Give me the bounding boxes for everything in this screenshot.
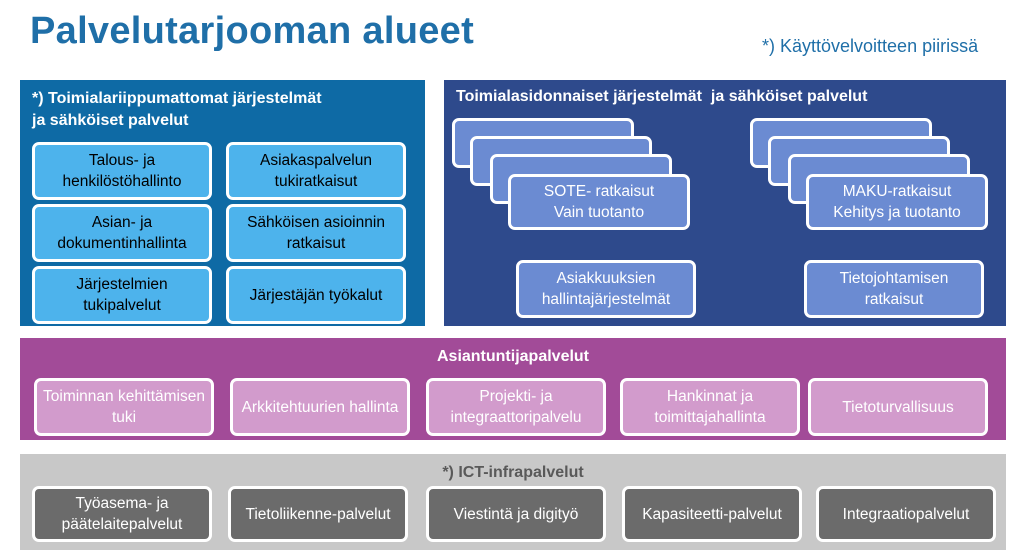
panel-ict-title: *) ICT-infrapalvelut (442, 464, 584, 481)
box-finance-hr[interactable]: Talous- ja henkilöstöhallinto (32, 142, 212, 200)
box-customer-management[interactable]: Asiakkuuksien hallintajärjestelmät (516, 260, 696, 318)
box-architecture-management[interactable]: Arkkitehtuurien hallinta (230, 378, 410, 436)
box-sote-solutions[interactable]: SOTE- ratkaisut Vain tuotanto (508, 174, 690, 230)
box-communication-digital[interactable]: Viestintä ja digityö (426, 486, 606, 542)
box-network-services[interactable]: Tietoliikenne-palvelut (228, 486, 408, 542)
panel-expert-title: Asiantuntijapalvelut (436, 348, 590, 365)
panel-sector-title: Toimialasidonnaiset järjestelmät ja sähk… (456, 88, 868, 105)
panel-expert-services: Asiantuntijapalvelut Toiminnan kehittämi… (20, 338, 1006, 440)
box-capacity-services[interactable]: Kapasiteetti-palvelut (622, 486, 802, 542)
panel-ict-infra: *) ICT-infrapalvelut Työasema- ja päätel… (20, 454, 1006, 550)
panel-general-title: *) Toimialariippumattomat järjestelmät j… (32, 90, 322, 129)
box-document-management[interactable]: Asian- ja dokumentinhallinta (32, 204, 212, 262)
box-knowledge-management[interactable]: Tietojohtamisen ratkaisut (804, 260, 984, 318)
page-title: Palvelutarjooman alueet (30, 10, 475, 52)
box-customer-service[interactable]: Asiakaspalvelun tukiratkaisut (226, 142, 406, 200)
box-maku-solutions[interactable]: MAKU-ratkaisut Kehitys ja tuotanto (806, 174, 988, 230)
legend-note: *) Käyttövelvoitteen piirissä (762, 36, 979, 56)
box-procurement[interactable]: Hankinnat ja toimittajahallinta (620, 378, 800, 436)
box-e-services[interactable]: Sähköisen asioinnin ratkaisut (226, 204, 406, 262)
box-workstation-services[interactable]: Työasema- ja päätelaitepalvelut (32, 486, 212, 542)
panel-sector-systems: Toimialasidonnaiset järjestelmät ja sähk… (444, 80, 1006, 326)
box-development-support[interactable]: Toiminnan kehittämisen tuki (34, 378, 214, 436)
box-integration-services[interactable]: Integraatiopalvelut (816, 486, 996, 542)
box-project-integrator[interactable]: Projekti- ja integraattoripalvelu (426, 378, 606, 436)
box-information-security[interactable]: Tietoturvallisuus (808, 378, 988, 436)
box-organizer-tools[interactable]: Järjestäjän työkalut (226, 266, 406, 324)
box-system-support[interactable]: Järjestelmien tukipalvelut (32, 266, 212, 324)
panel-general-systems: *) Toimialariippumattomat järjestelmät j… (20, 80, 425, 326)
